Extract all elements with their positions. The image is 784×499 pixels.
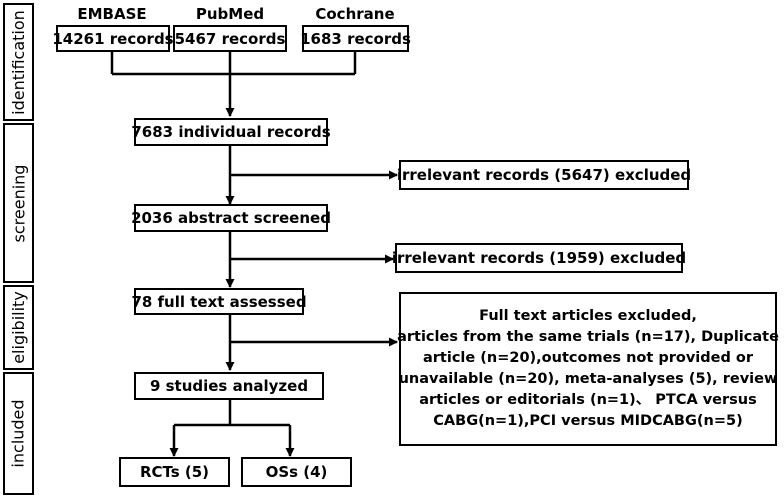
stage-included: included [3, 372, 34, 495]
irrelevant-records-5647-box: irrelevant records (5647) excluded [397, 160, 691, 190]
excluded-line: CABG(n=1),PCI versus MIDCABG(n=5) [433, 413, 743, 429]
individual-records-box: 7683 individual records [131, 118, 331, 146]
excluded-line: articles from the same trials (n=17), Du… [397, 329, 779, 345]
cochrane-records-box: 1683 records [300, 25, 411, 52]
rcts-box: RCTs (5) [119, 457, 230, 487]
oss-box: OSs (4) [241, 457, 352, 487]
abstract-screened-box: 2036 abstract screened [131, 204, 331, 232]
excluded-line: unavailable (n=20), meta-analyses (5), r… [398, 371, 778, 387]
pubmed-records-box: 5467 records [173, 25, 287, 52]
excluded-line: articles or editorials (n=1)、 PTCA versu… [419, 392, 757, 408]
excluded-line: article (n=20),outcomes not provided or [422, 350, 754, 366]
full-text-assessed-box: 78 full text assessed [131, 288, 307, 315]
source-label-cochrane: Cochrane [315, 5, 395, 23]
full-text-excluded-box: Full text articles excluded, articles fr… [397, 292, 779, 446]
studies-analyzed-box: 9 studies analyzed [134, 372, 324, 400]
embase-records-box: 14261 records [52, 25, 174, 52]
irrelevant-records-1959-box: irrelevant records (1959) excluded [392, 243, 686, 273]
excluded-line: Full text articles excluded, [479, 308, 697, 324]
stage-identification: identification [3, 3, 34, 121]
source-label-embase: EMBASE [77, 5, 147, 23]
source-label-pubmed: PubMed [195, 5, 265, 23]
stage-screening: screening [3, 123, 34, 283]
stage-eligibility: eligibility [3, 285, 34, 370]
